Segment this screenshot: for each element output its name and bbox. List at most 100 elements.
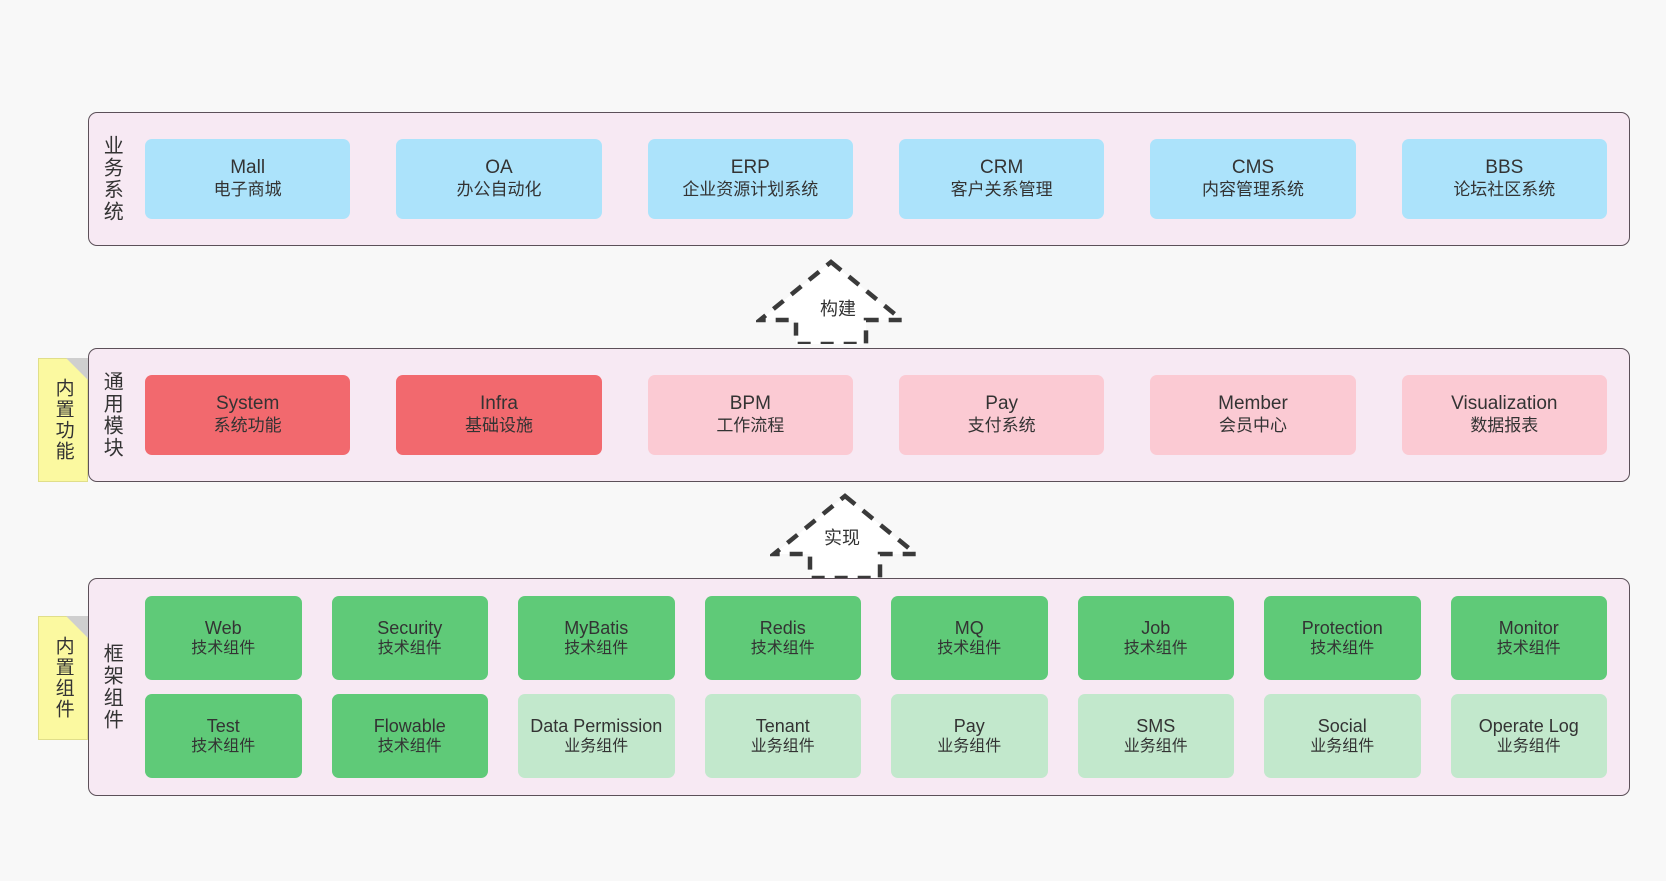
arrow-implement-icon (770, 493, 920, 578)
card-title: BBS (1485, 157, 1524, 179)
card-title: CRM (980, 157, 1024, 179)
arrow-build-icon (756, 259, 906, 344)
card-title: ERP (730, 157, 770, 179)
card-subtitle: 技术组件 (564, 640, 629, 658)
card-subtitle: 业务组件 (564, 738, 629, 756)
card-title: System (215, 393, 280, 415)
card-subtitle: 技术组件 (750, 640, 815, 658)
card-title: Data Permission (530, 715, 663, 736)
card-title: Operate Log (1478, 715, 1579, 736)
card-subtitle: 办公自动化 (456, 180, 542, 200)
card-title: Member (1218, 393, 1288, 415)
card-title: Pay (985, 393, 1019, 415)
card-pay-component[interactable]: Pay 业务组件 (891, 694, 1048, 778)
layer-business-cards: Mall 电子商城 OA 办公自动化 ERP 企业资源计划系统 CRM 客户关系… (133, 113, 1629, 245)
card-subtitle: 电子商城 (213, 180, 282, 200)
card-member[interactable]: Member 会员中心 (1150, 375, 1356, 455)
note-label: 内置组件 (52, 636, 74, 720)
card-erp[interactable]: ERP 企业资源计划系统 (647, 139, 853, 219)
card-title: Redis (759, 617, 806, 638)
card-subtitle: 技术组件 (377, 640, 442, 658)
card-redis[interactable]: Redis 技术组件 (704, 596, 861, 680)
card-title: Flowable (373, 715, 446, 736)
card-tenant[interactable]: Tenant 业务组件 (704, 694, 861, 778)
card-crm[interactable]: CRM 客户关系管理 (898, 139, 1105, 219)
card-subtitle: 技术组件 (377, 738, 442, 756)
card-monitor[interactable]: Monitor 技术组件 (1450, 596, 1607, 680)
card-cms[interactable]: CMS 内容管理系统 (1150, 139, 1356, 219)
card-subtitle: 技术组件 (937, 640, 1002, 658)
note-label: 内置功能 (52, 378, 74, 462)
card-flowable[interactable]: Flowable 技术组件 (331, 694, 488, 778)
card-subtitle: 技术组件 (1310, 640, 1375, 658)
layer-common-modules: 通用模块 System 系统功能 Infra 基础设施 BPM 工作流程 Pay… (88, 348, 1630, 482)
card-system[interactable]: System 系统功能 (145, 375, 351, 455)
card-subtitle: 技术组件 (191, 738, 256, 756)
card-subtitle: 内容管理系统 (1201, 180, 1304, 200)
layer-framework-components: 框架组件 Web 技术组件 Security 技术组件 MyBatis 技术组件… (88, 578, 1630, 796)
card-sms[interactable]: SMS 业务组件 (1077, 694, 1234, 778)
card-subtitle: 工作流程 (716, 416, 785, 436)
card-test[interactable]: Test 技术组件 (145, 694, 302, 778)
layer-framework-label: 框架组件 (100, 643, 123, 731)
card-subtitle: 业务组件 (750, 738, 815, 756)
card-title: Test (206, 715, 240, 736)
arrow-implement-label: 实现 (824, 528, 860, 548)
card-pay-module[interactable]: Pay 支付系统 (898, 375, 1105, 455)
card-title: MQ (954, 617, 984, 638)
card-title: Infra (479, 393, 518, 415)
card-subtitle: 数据报表 (1470, 416, 1539, 436)
card-web[interactable]: Web 技术组件 (145, 596, 302, 680)
layer-modules-label: 通用模块 (100, 371, 123, 459)
card-subtitle: 客户关系管理 (950, 180, 1053, 200)
card-title: Tenant (755, 715, 810, 736)
card-subtitle: 基础设施 (464, 416, 533, 436)
card-title: Pay (953, 715, 985, 736)
card-mall[interactable]: Mall 电子商城 (145, 139, 351, 219)
card-title: Social (1317, 715, 1367, 736)
card-operate-log[interactable]: Operate Log 业务组件 (1450, 694, 1607, 778)
note-fold-icon (66, 358, 88, 380)
note-built-in-components: 内置组件 (38, 616, 88, 740)
card-subtitle: 技术组件 (1496, 640, 1561, 658)
layer-business-systems: 业务系统 Mall 电子商城 OA 办公自动化 ERP 企业资源计划系统 CRM… (88, 112, 1630, 246)
card-oa[interactable]: OA 办公自动化 (396, 139, 602, 219)
card-title: Mall (230, 157, 266, 179)
card-subtitle: 系统功能 (213, 416, 282, 436)
card-security[interactable]: Security 技术组件 (331, 596, 488, 680)
layer-modules-cards: System 系统功能 Infra 基础设施 BPM 工作流程 Pay 支付系统… (133, 349, 1629, 481)
card-social[interactable]: Social 业务组件 (1264, 694, 1421, 778)
card-title: MyBatis (564, 617, 629, 638)
card-title: Security (377, 617, 443, 638)
card-subtitle: 业务组件 (1123, 738, 1188, 756)
card-title: SMS (1136, 715, 1176, 736)
layer-business-label: 业务系统 (100, 135, 123, 223)
card-subtitle: 会员中心 (1218, 416, 1287, 436)
card-mybatis[interactable]: MyBatis 技术组件 (518, 596, 675, 680)
card-subtitle: 支付系统 (967, 416, 1036, 436)
arrow-build-label: 构建 (820, 299, 856, 319)
card-subtitle: 业务组件 (937, 738, 1002, 756)
card-subtitle: 技术组件 (1123, 640, 1188, 658)
card-subtitle: 业务组件 (1496, 738, 1561, 756)
note-built-in-functions: 内置功能 (38, 358, 88, 482)
card-title: Monitor (1498, 617, 1559, 638)
card-title: Protection (1301, 617, 1383, 638)
card-mq[interactable]: MQ 技术组件 (891, 596, 1048, 680)
card-subtitle: 技术组件 (191, 640, 256, 658)
card-infra[interactable]: Infra 基础设施 (396, 375, 602, 455)
card-data-permission[interactable]: Data Permission 业务组件 (518, 694, 675, 778)
card-visualization[interactable]: Visualization 数据报表 (1401, 375, 1607, 455)
card-bbs[interactable]: BBS 论坛社区系统 (1401, 139, 1607, 219)
card-title: BPM (729, 393, 771, 415)
card-title: OA (485, 157, 513, 179)
card-job[interactable]: Job 技术组件 (1077, 596, 1234, 680)
layer-framework-cards: Web 技术组件 Security 技术组件 MyBatis 技术组件 Redi… (133, 579, 1629, 795)
note-fold-icon (66, 616, 88, 638)
card-title: CMS (1231, 157, 1275, 179)
card-protection[interactable]: Protection 技术组件 (1264, 596, 1421, 680)
card-bpm[interactable]: BPM 工作流程 (647, 375, 853, 455)
card-subtitle: 业务组件 (1310, 738, 1375, 756)
card-title: Visualization (1451, 393, 1558, 415)
